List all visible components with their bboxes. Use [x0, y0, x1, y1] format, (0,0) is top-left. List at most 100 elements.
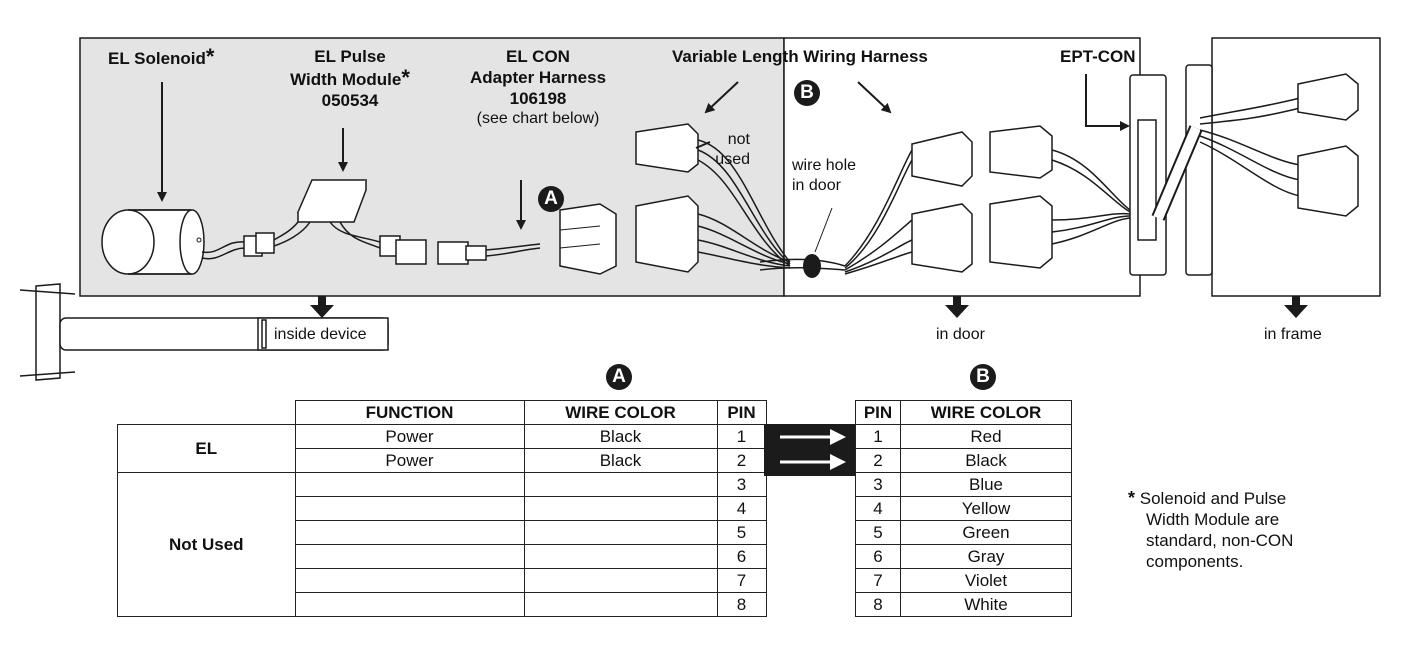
cell-color — [523, 472, 718, 497]
cell-pin: 6 — [855, 544, 901, 569]
footnote-line4: components. — [1146, 552, 1244, 571]
table-row: 7 — [118, 568, 767, 593]
cell-color — [523, 520, 718, 545]
cell-pin: 1 — [855, 424, 901, 449]
harness-label: Variable Length Wiring Harness — [672, 47, 928, 66]
marker-b-table: B — [970, 364, 996, 390]
con-note: (see chart below) — [476, 110, 600, 127]
cell-color: White — [900, 592, 1072, 617]
cell-color — [523, 592, 718, 617]
cell-color: Green — [900, 520, 1072, 545]
solenoid-shape — [101, 209, 205, 275]
wire-hole-label: wire hole in door — [792, 156, 856, 196]
cell-function — [294, 472, 525, 497]
harness-wires — [697, 139, 913, 275]
table-row: 8 — [118, 592, 767, 617]
not-used-line1: not — [727, 131, 750, 148]
frame-connectors — [1297, 73, 1359, 217]
cell-color: Violet — [900, 568, 1072, 593]
pwm-part-number: 050534 — [321, 91, 379, 110]
table-row: Not Used 3 — [117, 472, 767, 617]
cell-color — [523, 496, 718, 521]
cell-pin: 5 — [855, 520, 901, 545]
cell-color: Blue — [900, 472, 1072, 497]
pin-map-arrows — [764, 424, 856, 476]
wiring-diagram — [19, 37, 1381, 381]
cell-pin: 8 — [716, 592, 767, 617]
cell-function — [294, 496, 525, 521]
con-line1: EL CON — [506, 47, 570, 66]
asterisk-mark: * — [205, 44, 215, 69]
footnote: * Solenoid and Pulse Width Module are st… — [1128, 488, 1293, 572]
cell-color: Black — [523, 424, 718, 449]
pwm-line1: EL Pulse — [314, 47, 386, 66]
footnote-line1: Solenoid and Pulse — [1139, 489, 1287, 508]
cell-function: Power — [294, 448, 525, 473]
con-line2: Adapter Harness — [469, 68, 607, 87]
exit-device-shape — [19, 283, 389, 381]
pulse-module-label: EL Pulse Width Module* 050534 — [280, 46, 420, 111]
cell-pin: 7 — [716, 568, 767, 593]
header-pin: PIN — [716, 400, 767, 425]
wire-hole-line2: in door — [792, 177, 841, 194]
cell-function — [294, 520, 525, 545]
table-a-header-row: FUNCTION WIRE COLOR PIN — [118, 400, 767, 425]
harness-connectors-left — [635, 123, 699, 273]
el-solenoid-text: EL Solenoid — [108, 49, 206, 68]
cell-pin: 1 — [716, 424, 767, 449]
header-wire-color: WIRE COLOR — [900, 400, 1072, 425]
adapter-plug-shape — [437, 203, 617, 275]
wire-hole-line1: wire hole — [792, 157, 857, 174]
con-part-number: 106198 — [509, 89, 567, 108]
group-el: EL — [117, 424, 296, 473]
cell-color: Black — [523, 448, 718, 473]
cell-pin: 3 — [716, 472, 767, 497]
wire-hole — [803, 254, 821, 278]
inside-device-label: inside device — [274, 326, 367, 343]
ept-con-label: EPT-CON — [1060, 47, 1136, 66]
cell-color — [523, 568, 718, 593]
adapter-harness-label: EL CON Adapter Harness 106198 (see chart… — [458, 46, 618, 129]
pulse-module-shape — [273, 179, 427, 265]
footnote-line2: Width Module are — [1146, 510, 1280, 529]
not-used-line2: used — [715, 151, 750, 168]
cell-pin: 4 — [716, 496, 767, 521]
table-b-header-row: PIN WIRE COLOR — [855, 400, 1072, 425]
cell-pin: 8 — [855, 592, 901, 617]
cell-color: Gray — [900, 544, 1072, 569]
cell-color — [523, 544, 718, 569]
not-used-label: not used — [710, 130, 750, 170]
table-a: FUNCTION WIRE COLOR PIN EL Power Black 1… — [117, 400, 767, 617]
cell-function — [294, 568, 525, 593]
table-row: EL Power Black 1 — [117, 424, 767, 473]
cell-function — [294, 544, 525, 569]
pwm-line2: Width Module — [290, 70, 402, 89]
header-wire-color: WIRE COLOR — [523, 400, 718, 425]
footnote-line3: standard, non-CON — [1146, 531, 1294, 550]
harness-connectors-right — [911, 125, 1053, 273]
ept-con-shape — [1129, 64, 1213, 276]
el-solenoid-label: EL Solenoid* — [108, 46, 214, 69]
header-function: FUNCTION — [294, 400, 525, 425]
cell-color: Red — [900, 424, 1072, 449]
cell-function: Power — [294, 424, 525, 449]
cell-pin: 6 — [716, 544, 767, 569]
cell-pin: 2 — [855, 448, 901, 473]
cell-pin: 3 — [855, 472, 901, 497]
cell-pin: 7 — [855, 568, 901, 593]
marker-a-diagram: A — [538, 186, 564, 212]
asterisk-mark: * — [401, 65, 410, 90]
group-not-used: Not Used — [117, 472, 296, 617]
cell-color: Yellow — [900, 496, 1072, 521]
cell-pin: 2 — [716, 448, 767, 473]
cell-function — [294, 592, 525, 617]
in-frame-label: in frame — [1264, 326, 1322, 343]
